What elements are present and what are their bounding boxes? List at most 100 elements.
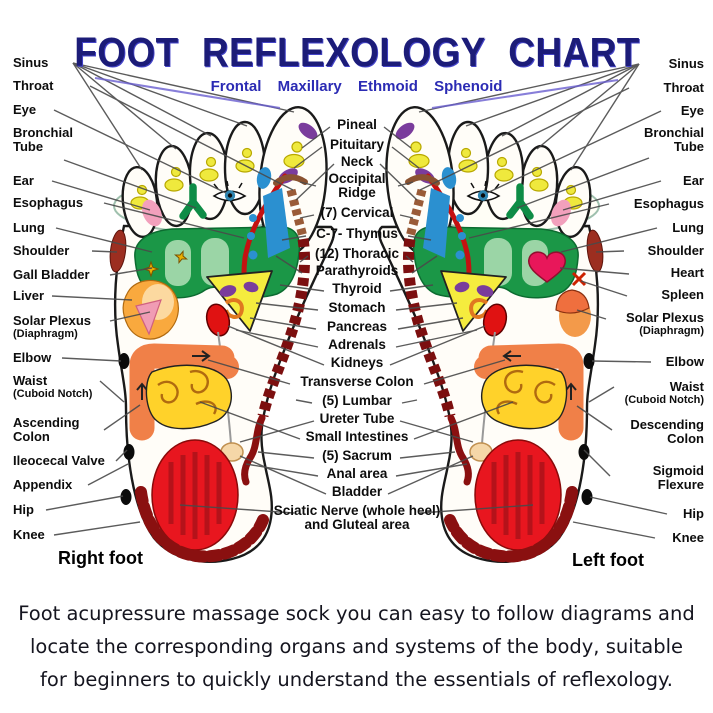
label-center-7-cervical: (7) Cervical: [321, 206, 394, 220]
label-center-pancreas: Pancreas: [327, 320, 387, 334]
leader-line: [51, 295, 133, 301]
label-center-neck: Neck: [341, 155, 373, 169]
leader-line: [249, 317, 317, 330]
label-line: Ileocecal Valve: [13, 453, 105, 468]
leader-line: [536, 63, 640, 150]
heart-region: [528, 251, 566, 283]
leader-line: [389, 284, 434, 292]
leader-line: [281, 235, 307, 241]
label-line: Transverse Colon: [300, 374, 414, 389]
leader-line: [580, 280, 628, 297]
label-line: Ear: [683, 173, 704, 188]
leader-line: [53, 109, 227, 194]
leader-line: [465, 63, 640, 127]
leader-line: [179, 504, 295, 514]
label-line: Bladder: [331, 484, 383, 499]
label-line: C-7- Thymus: [316, 226, 398, 241]
leader-line: [411, 255, 438, 274]
leader-line: [301, 126, 331, 149]
label-line: Knee: [13, 527, 45, 542]
label-line: Bronchial: [644, 125, 704, 140]
leader-line: [397, 181, 414, 187]
leader-line: [399, 451, 456, 459]
label-line: Flexure: [657, 477, 704, 492]
label-line: Sinus: [13, 55, 49, 70]
leader-line: [516, 157, 650, 209]
label-line: Solar Plexus: [13, 313, 92, 328]
label-line: Parathyroids: [315, 263, 399, 278]
leader-line: [576, 405, 613, 431]
label-left-eye: Eye: [13, 103, 36, 117]
label-left-sinus: Sinus: [13, 56, 48, 70]
leader-line: [72, 62, 177, 150]
label-line: Hip: [683, 506, 704, 521]
label-center-5-lumbar: (5) Lumbar: [322, 394, 392, 408]
label-center-kidneys: Kidneys: [331, 356, 384, 370]
leader-line: [115, 449, 128, 462]
leader-line: [61, 357, 122, 362]
leader-line: [99, 380, 125, 403]
label-center-transverse-colon: Transverse Colon: [300, 375, 413, 389]
label-line: and Gluteal area: [304, 517, 410, 532]
leader-line: [583, 449, 611, 477]
leader-line: [199, 401, 301, 440]
label-center-pituitary: Pituitary: [330, 138, 384, 152]
right-foot-label: Right foot: [58, 548, 143, 568]
left-foot-overlay: [528, 251, 591, 337]
label-line: Esophagus: [633, 196, 704, 211]
label-right-eye: Eye: [681, 104, 704, 118]
label-line: Colon: [667, 431, 704, 446]
label-left-ear: Ear: [13, 174, 34, 188]
leader-line: [395, 329, 478, 348]
label-line: Tube: [13, 139, 44, 154]
leader-line: [559, 267, 630, 275]
label-line: Small Intestines: [305, 429, 409, 444]
page-title: FOOT REFLEXOLOGY CHART: [73, 29, 640, 75]
leader-line: [63, 159, 197, 209]
leader-line: [227, 325, 325, 366]
leader-line: [72, 62, 143, 171]
label-center-adrenals: Adrenals: [328, 338, 386, 352]
label-line: Anal area: [326, 466, 388, 481]
leader-line: [45, 495, 124, 511]
leader-line: [562, 180, 662, 211]
caption-line: for beginners to quickly understand the …: [40, 668, 673, 691]
gall-bladder-stars: [142, 249, 189, 278]
leader-line: [295, 399, 313, 404]
label-left-hip: Hip: [13, 503, 34, 517]
label-right-lung: Lung: [672, 221, 704, 235]
leader-line: [560, 227, 658, 253]
label-right-solar-plexus: Solar Plexus(Diaphragm): [626, 311, 704, 338]
label-line: Shoulder: [647, 243, 704, 258]
label-right-esophagus: Esophagus: [634, 197, 704, 211]
label-line: Pineal: [337, 117, 377, 132]
leader-line: [299, 181, 317, 187]
label-center-bladder: Bladder: [332, 485, 382, 499]
subtitle-sinus-zones: Frontal Maxillary Ethmoid Sphenoid: [210, 78, 503, 95]
leader-line: [293, 146, 323, 169]
label-left-gall-bladder: Gall Bladder: [13, 268, 90, 282]
label-left-ileocecal-valve: Ileocecal Valve: [13, 454, 105, 468]
leader-line: [423, 359, 506, 385]
label-right-waist: Waist(Cuboid Notch): [625, 380, 704, 407]
leader-line: [576, 309, 607, 320]
caption: Foot acupressure massage sock you can ea…: [0, 597, 713, 696]
leader-line: [395, 463, 468, 477]
label-line: Descending: [630, 417, 704, 432]
label-center-anal-area: Anal area: [327, 467, 388, 481]
label-right-sinus: Sinus: [669, 57, 704, 71]
leader-line: [570, 63, 640, 171]
label-line: Ureter Tube: [319, 411, 395, 426]
label-right-shoulder: Shoulder: [648, 244, 704, 258]
label-center-small-intestines: Small Intestines: [306, 430, 409, 444]
leader-line: [399, 420, 474, 443]
leader-line: [72, 62, 212, 137]
label-left-shoulder: Shoulder: [13, 244, 69, 258]
label-center-thyroid: Thyroid: [332, 282, 382, 296]
label-center-sciatic-nerve-whole-heel: Sciatic Nerve (whole heel)and Gluteal ar…: [274, 504, 441, 532]
left-foot-label: Left foot: [572, 550, 644, 570]
label-left-esophagus: Esophagus: [13, 196, 83, 210]
label-left-waist: Waist(Cuboid Notch): [13, 374, 92, 401]
label-line: Sciatic Nerve (whole heel): [273, 503, 441, 518]
